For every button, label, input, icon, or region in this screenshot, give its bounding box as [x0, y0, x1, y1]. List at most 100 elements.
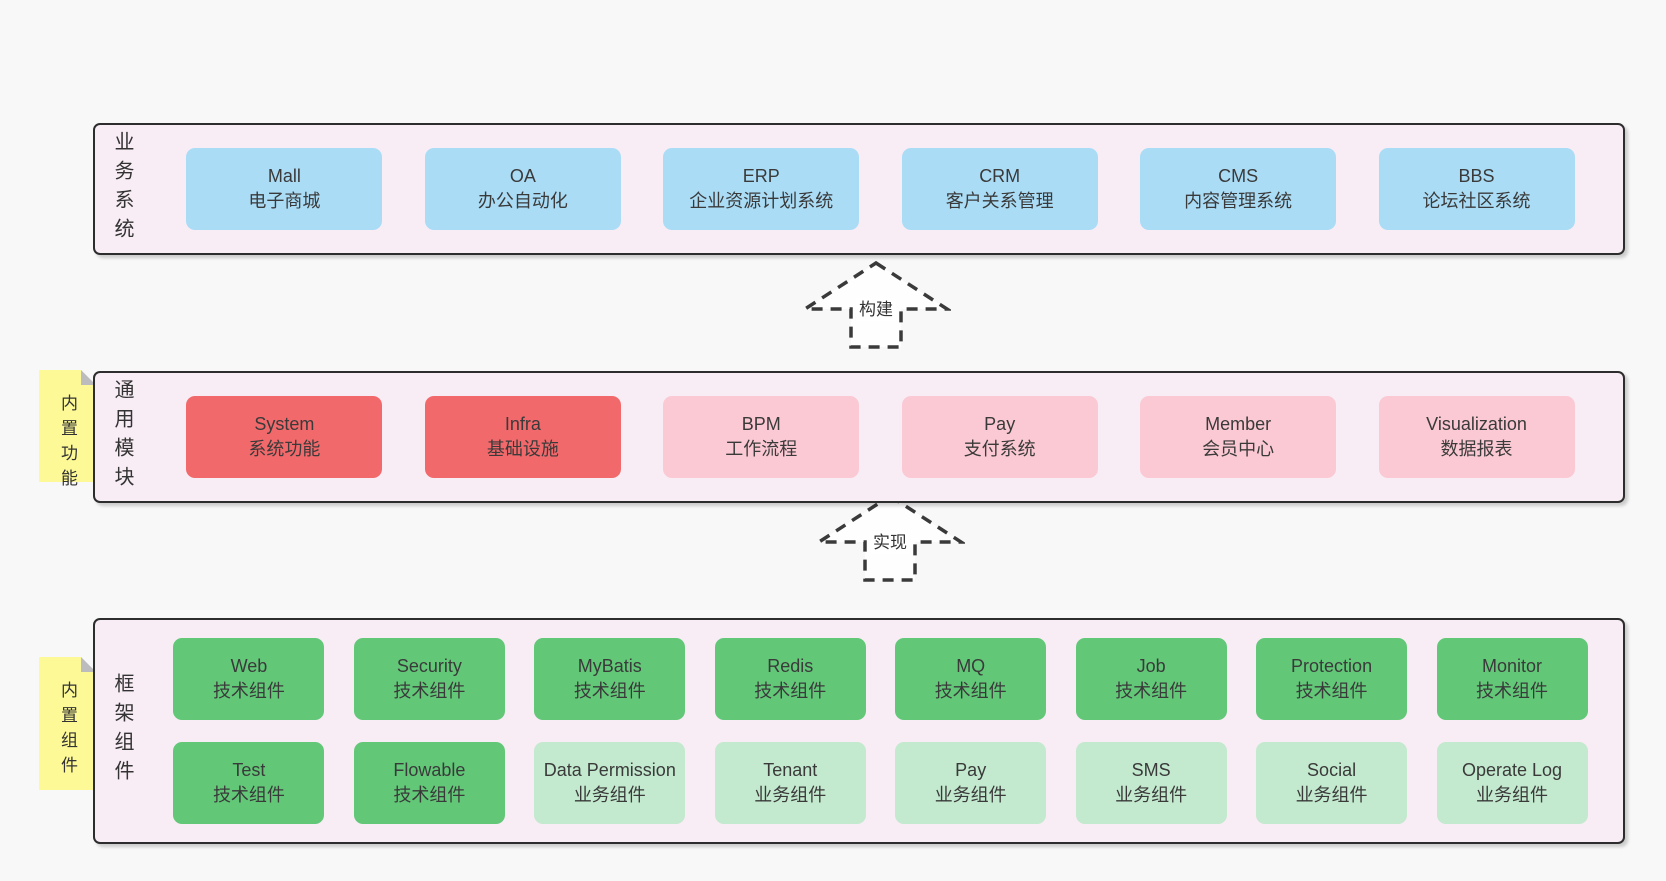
box-subtitle: 业务组件: [1476, 785, 1548, 805]
box-name: Member: [1205, 414, 1272, 434]
box-name: Data Permission: [543, 760, 676, 780]
box-name: BBS: [1458, 166, 1495, 186]
box-subtitle: 技术组件: [212, 785, 285, 805]
box-name: SMS: [1131, 760, 1171, 780]
layer-label-business: 业务系统: [111, 131, 133, 247]
box-pay-module: Pay 支付系统: [901, 396, 1098, 478]
box-name: Redis: [767, 656, 814, 676]
box-name: Protection: [1291, 656, 1373, 676]
box-subtitle: 数据报表: [1440, 439, 1513, 459]
box-subtitle: 业务组件: [754, 785, 827, 805]
box-name: Mall: [267, 166, 301, 186]
box-pay-component: Pay 业务组件: [895, 742, 1047, 824]
box-mybatis: MyBatis 技术组件: [534, 638, 686, 720]
box-sms: SMS 业务组件: [1075, 742, 1227, 824]
box-subtitle: 系统功能: [248, 439, 321, 459]
box-name: Security: [396, 656, 462, 676]
box-name: Monitor: [1481, 656, 1543, 676]
box-name: MyBatis: [577, 656, 642, 676]
box-subtitle: 技术组件: [212, 681, 285, 701]
box-name: MQ: [956, 656, 986, 676]
box-subtitle: 企业资源计划系统: [689, 191, 834, 211]
box-job: Job 技术组件: [1075, 638, 1227, 720]
box-flowable: Flowable 技术组件: [353, 742, 505, 824]
box-name: Tenant: [763, 760, 818, 780]
box-erp: ERP 企业资源计划系统: [663, 148, 860, 230]
business-systems-panel: 业务系统 Mall 电子商城 OA 办公自动化 ERP 企业资源计划系统 CRM…: [93, 123, 1625, 255]
component-row-2: Test 技术组件 Flowable 技术组件 Data Permission …: [144, 742, 1617, 824]
box-name: Operate Log: [1461, 760, 1563, 780]
box-cms: CMS 内容管理系统: [1140, 148, 1337, 230]
box-name: ERP: [742, 166, 780, 186]
box-name: Pay: [984, 414, 1016, 434]
implement-arrow-label: 实现: [870, 531, 910, 554]
box-name: Test: [232, 760, 266, 780]
box-name: Flowable: [393, 760, 466, 780]
box-name: CRM: [979, 166, 1021, 186]
component-row-1: Web 技术组件 Security 技术组件 MyBatis 技术组件 Redi…: [144, 638, 1617, 720]
box-member: Member 会员中心: [1140, 396, 1337, 478]
box-subtitle: 会员中心: [1202, 439, 1275, 459]
box-name: Infra: [504, 414, 541, 434]
box-subtitle: 客户关系管理: [945, 191, 1054, 211]
box-subtitle: 支付系统: [963, 439, 1036, 459]
box-subtitle: 技术组件: [573, 681, 646, 701]
module-boxes: System 系统功能 Infra 基础设施 BPM 工作流程 Pay 支付系统…: [138, 396, 1623, 478]
box-oa: OA 办公自动化: [424, 148, 621, 230]
box-mall: Mall 电子商城: [186, 148, 383, 230]
box-test: Test 技术组件: [173, 742, 325, 824]
box-name: Social: [1307, 760, 1357, 780]
box-visualization: Visualization 数据报表: [1378, 396, 1575, 478]
box-subtitle: 技术组件: [754, 681, 827, 701]
common-modules-panel: 通用模块 System 系统功能 Infra 基础设施 BPM 工作流程 Pay…: [93, 371, 1625, 503]
box-subtitle: 业务组件: [573, 785, 646, 805]
box-monitor: Monitor 技术组件: [1436, 638, 1588, 720]
sticky-note-built-in-components: 内置组件: [39, 657, 96, 790]
box-subtitle: 技术组件: [1476, 681, 1548, 701]
box-name: CMS: [1218, 166, 1259, 186]
box-subtitle: 技术组件: [934, 681, 1007, 701]
box-subtitle: 论坛社区系统: [1422, 191, 1531, 211]
box-name: Web: [230, 656, 268, 676]
box-subtitle: 技术组件: [393, 681, 466, 701]
box-infra: Infra 基础设施: [424, 396, 621, 478]
box-bbs: BBS 论坛社区系统: [1378, 148, 1575, 230]
box-subtitle: 业务组件: [1115, 785, 1188, 805]
box-crm: CRM 客户关系管理: [901, 148, 1098, 230]
box-bpm: BPM 工作流程: [663, 396, 860, 478]
box-social: Social 业务组件: [1256, 742, 1408, 824]
box-subtitle: 技术组件: [393, 785, 466, 805]
box-name: OA: [509, 166, 536, 186]
layer-label-modules: 通用模块: [111, 379, 133, 495]
box-subtitle: 工作流程: [725, 439, 798, 459]
box-mq: MQ 技术组件: [895, 638, 1047, 720]
build-arrow-icon: 构建: [801, 259, 951, 351]
box-name: System: [254, 414, 315, 434]
box-subtitle: 内容管理系统: [1184, 191, 1293, 211]
box-system: System 系统功能: [186, 396, 383, 478]
sticky-note-text: 内置功能: [58, 394, 77, 494]
layer-label-components: 框架组件: [111, 673, 133, 789]
box-subtitle: 基础设施: [486, 439, 559, 459]
framework-components-panel: 框架组件 Web 技术组件 Security 技术组件 MyBatis 技术组件…: [93, 618, 1625, 844]
box-name: BPM: [741, 414, 781, 434]
sticky-note-built-in-features: 内置功能: [39, 370, 96, 494]
box-operate-log: Operate Log 业务组件: [1436, 742, 1588, 824]
box-data-permission: Data Permission 业务组件: [534, 742, 686, 824]
sticky-note-text: 内置组件: [58, 681, 77, 781]
box-name: Pay: [955, 760, 987, 780]
box-web: Web 技术组件: [173, 638, 325, 720]
box-security: Security 技术组件: [353, 638, 505, 720]
box-subtitle: 电子商城: [248, 191, 321, 211]
box-subtitle: 业务组件: [934, 785, 1007, 805]
box-protection: Protection 技术组件: [1256, 638, 1408, 720]
business-boxes: Mall 电子商城 OA 办公自动化 ERP 企业资源计划系统 CRM 客户关系…: [138, 148, 1623, 230]
box-subtitle: 技术组件: [1115, 681, 1188, 701]
box-tenant: Tenant 业务组件: [714, 742, 866, 824]
build-arrow-label: 构建: [856, 298, 896, 321]
box-subtitle: 业务组件: [1295, 785, 1368, 805]
implement-arrow-icon: 实现: [815, 492, 965, 584]
box-name: Visualization: [1426, 414, 1527, 434]
box-redis: Redis 技术组件: [714, 638, 866, 720]
